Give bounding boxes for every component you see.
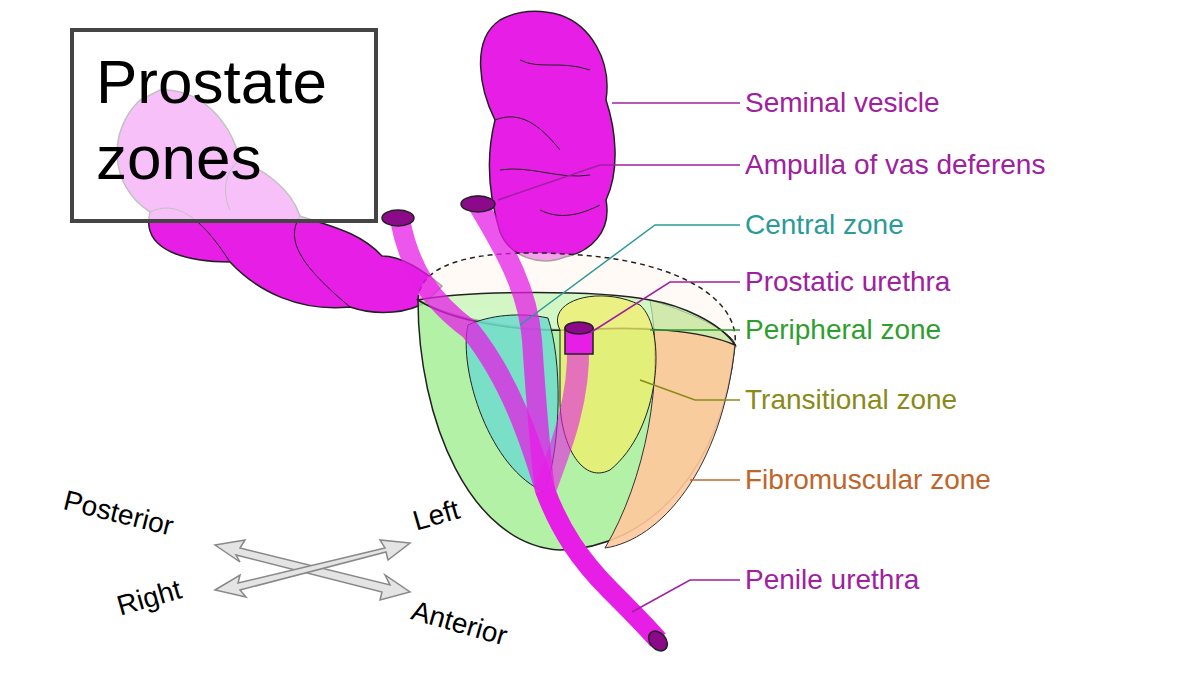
title-text: Prostate zones: [74, 32, 366, 195]
penile-urethra-shape: [545, 490, 658, 640]
zone-label: Central zone: [745, 210, 904, 241]
direction-label: Right: [114, 574, 185, 622]
vas-deferens: [478, 205, 545, 490]
part-label: Seminal vesicle: [745, 88, 940, 119]
leader-lines: [498, 103, 740, 612]
duct-opening: [461, 196, 495, 212]
duct-opening: [382, 210, 414, 226]
seminal-vesicle-shape: [481, 11, 615, 260]
urethra-opening: [565, 322, 593, 334]
direction-label: Anterior: [408, 595, 511, 652]
zone-label: Peripheral zone: [745, 315, 941, 346]
zone-label: Transitional zone: [745, 385, 957, 416]
direction-label: Posterior: [60, 485, 176, 542]
part-label: Ampulla of vas deferens: [745, 150, 1045, 181]
orientation-arrows: [215, 540, 410, 600]
part-label: Penile urethra: [745, 565, 919, 596]
zone-label: Fibromuscular zone: [745, 465, 991, 496]
urethra-opening: [645, 627, 671, 654]
title-box: Prostate zones: [70, 28, 378, 223]
direction-label: Left: [410, 494, 463, 536]
part-label: Prostatic urethra: [745, 267, 950, 298]
urethra: [545, 345, 578, 490]
vesicle-fold: [495, 60, 600, 215]
